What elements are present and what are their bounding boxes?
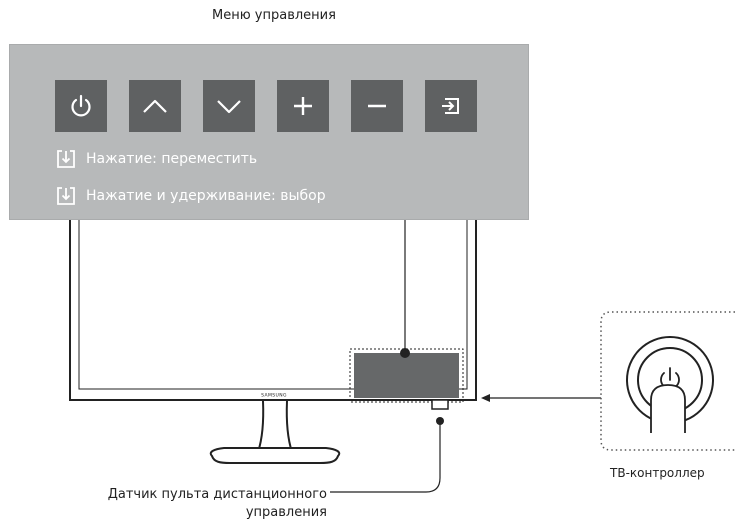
press-arrow-icon (57, 150, 75, 168)
remote-sensor-label: Датчик пульта дистанционного управления (0, 486, 327, 522)
volume-down-button[interactable] (351, 80, 403, 132)
press-arrow-icon (57, 187, 75, 205)
power-button[interactable] (55, 80, 107, 132)
tv-controller-label: ТВ-контроллер (610, 466, 705, 480)
channel-down-button[interactable] (203, 80, 255, 132)
volume-up-button[interactable] (277, 80, 329, 132)
tv-brand-logo: SAMSUNG (261, 393, 287, 399)
legend-press-label: Нажатие: переместить (86, 151, 258, 167)
source-button[interactable] (425, 80, 477, 132)
menu-title: Меню управления (212, 8, 336, 23)
legend-hold-label: Нажатие и удерживание: выбор (86, 188, 326, 204)
legend-hold: Нажатие и удерживание: выбор (56, 184, 326, 208)
legend-press: Нажатие: переместить (56, 147, 257, 171)
channel-up-button[interactable] (129, 80, 181, 132)
power-icon (71, 94, 91, 117)
tv-screen-edge (78, 218, 468, 390)
controller-detail-box (600, 311, 735, 451)
tv-stand-base (209, 447, 341, 464)
chevron-down-icon (217, 100, 241, 114)
source-input-icon (442, 98, 459, 114)
tv-controller-box (431, 399, 449, 410)
screen-menu-preview (354, 353, 459, 398)
minus-icon (368, 104, 386, 108)
arrow-head (481, 394, 490, 402)
finger-illustration (650, 384, 686, 433)
plus-icon (294, 97, 312, 115)
chevron-up-icon (143, 99, 167, 113)
remote-sensor-label-line2: управления (245, 505, 327, 520)
control-menu-panel: Нажатие: переместить Нажатие и удерживан… (9, 44, 529, 220)
remote-sensor-label-line1: Датчик пульта дистанционного (107, 487, 327, 502)
tv-stand-neck (257, 400, 293, 453)
callout-dot (400, 348, 410, 358)
